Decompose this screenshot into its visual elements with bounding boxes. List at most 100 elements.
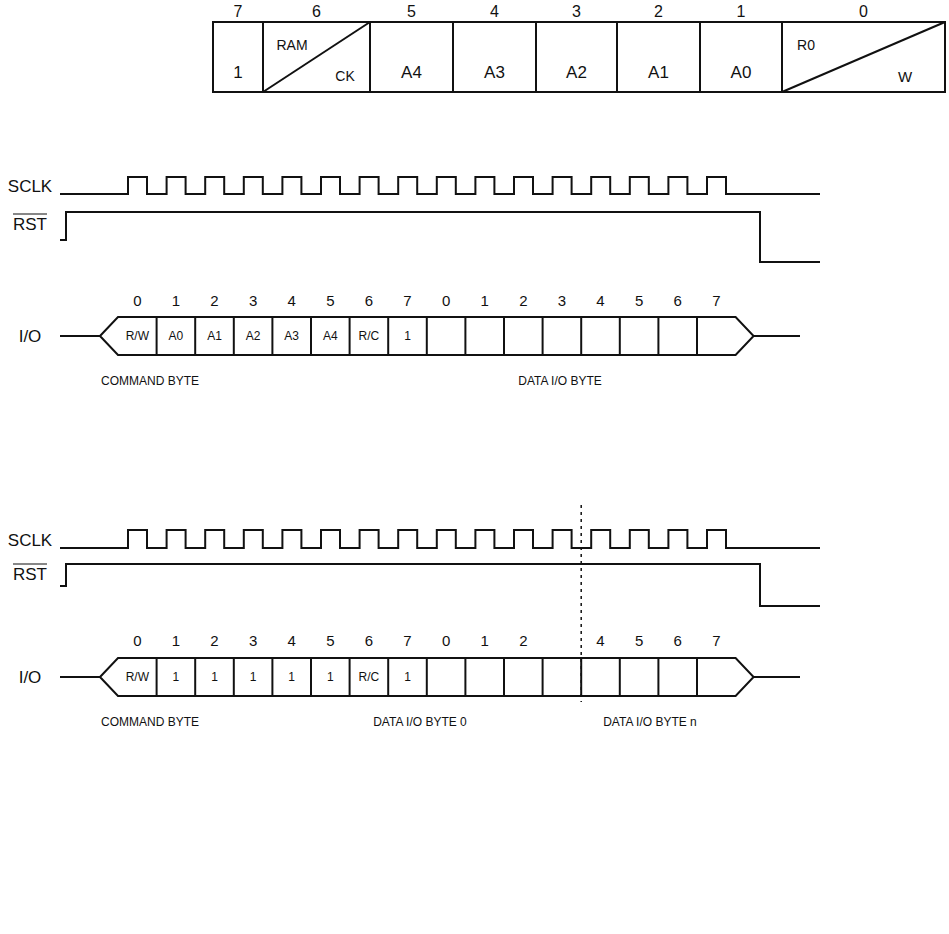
cell-text: 1 — [211, 671, 218, 683]
register-divider — [535, 22, 537, 92]
bit-divider — [426, 658, 428, 696]
bit-number: 1 — [737, 4, 746, 20]
bit-divider — [464, 658, 466, 696]
register-diagonal — [263, 22, 370, 92]
bit-divider — [503, 317, 505, 355]
io-line — [754, 335, 800, 337]
bit-divider — [233, 317, 235, 355]
bit-number: 3 — [572, 4, 581, 20]
bit-index: 6 — [365, 633, 373, 648]
bit-divider — [542, 658, 544, 696]
register-field: A1 — [648, 64, 669, 81]
signal-name: SCLK — [8, 178, 52, 195]
register-field: CK — [335, 69, 354, 83]
bit-index: 2 — [210, 293, 218, 308]
bit-index: 4 — [288, 633, 296, 648]
register-field: A4 — [401, 64, 422, 81]
cell-text: 1 — [404, 671, 411, 683]
byte-caption: DATA I/O BYTE n — [603, 716, 697, 728]
bit-divider — [619, 317, 621, 355]
register-field: A2 — [566, 64, 587, 81]
sclk-waveform — [60, 177, 820, 194]
bit-index: 0 — [133, 633, 141, 648]
bit-index: 7 — [403, 293, 411, 308]
cell-text: A3 — [284, 330, 299, 342]
register-field: 1 — [233, 64, 242, 81]
bit-divider — [426, 317, 428, 355]
sclk-waveform — [60, 530, 820, 548]
register-field: A0 — [731, 64, 752, 81]
register-divider — [262, 22, 264, 92]
bit-number: 6 — [312, 4, 321, 20]
io-bus — [100, 658, 754, 696]
io-line — [60, 335, 100, 337]
bit-index: 7 — [712, 633, 720, 648]
bit-divider — [580, 658, 582, 696]
cell-text: R/C — [359, 330, 380, 342]
bit-number: 4 — [490, 4, 499, 20]
cell-text: A4 — [323, 330, 338, 342]
bit-index: 1 — [172, 293, 180, 308]
bit-divider — [696, 658, 698, 696]
register-divider — [369, 22, 371, 92]
signal-name: RST — [13, 216, 47, 233]
bit-index: 0 — [442, 633, 450, 648]
bit-index: 4 — [596, 633, 604, 648]
bit-divider — [310, 317, 312, 355]
bit-index: 4 — [288, 293, 296, 308]
bit-divider — [580, 317, 582, 355]
bit-divider — [349, 317, 351, 355]
bit-divider — [387, 658, 389, 696]
bit-divider — [233, 658, 235, 696]
bit-index: 5 — [635, 633, 643, 648]
bit-index: 1 — [481, 633, 489, 648]
bit-divider — [503, 658, 505, 696]
byte-caption: COMMAND BYTE — [101, 716, 199, 728]
byte-caption: DATA I/O BYTE 0 — [373, 716, 467, 728]
cell-text: 1 — [173, 671, 180, 683]
bit-divider — [349, 658, 351, 696]
bit-index: 0 — [133, 293, 141, 308]
bit-index: 6 — [674, 293, 682, 308]
bit-divider — [271, 658, 273, 696]
bit-divider — [194, 317, 196, 355]
bit-divider — [657, 317, 659, 355]
bit-number: 0 — [859, 4, 868, 20]
register-diagonal — [782, 22, 945, 92]
bit-number: 7 — [234, 4, 243, 20]
signal-name: RST — [13, 566, 47, 583]
bit-index: 2 — [519, 633, 527, 648]
bit-index: 2 — [519, 293, 527, 308]
cell-text: R/W — [126, 671, 149, 683]
bit-divider — [619, 658, 621, 696]
byte-caption: COMMAND BYTE — [101, 375, 199, 387]
bit-index: 1 — [172, 633, 180, 648]
bit-index: 3 — [558, 293, 566, 308]
signal-name: I/O — [19, 328, 42, 345]
bit-divider — [696, 317, 698, 355]
bit-number: 5 — [407, 4, 416, 20]
bit-index: 7 — [403, 633, 411, 648]
bit-index: 3 — [249, 633, 257, 648]
cell-text: 1 — [288, 671, 295, 683]
cell-text: 1 — [327, 671, 334, 683]
io-line — [60, 676, 100, 678]
bit-divider — [387, 317, 389, 355]
cell-text: 1 — [404, 330, 411, 342]
bit-index: 6 — [365, 293, 373, 308]
bit-index: 6 — [674, 633, 682, 648]
bit-index: 1 — [481, 293, 489, 308]
bit-divider — [542, 317, 544, 355]
rst-waveform — [60, 564, 820, 606]
bit-index: 5 — [326, 293, 334, 308]
cell-text: A0 — [169, 330, 184, 342]
bit-number: 2 — [654, 4, 663, 20]
register-box — [213, 22, 945, 92]
byte-caption: DATA I/O BYTE — [518, 375, 602, 387]
bit-divider — [464, 317, 466, 355]
register-divider — [781, 22, 783, 92]
rst-waveform — [60, 212, 820, 262]
io-line — [754, 676, 800, 678]
